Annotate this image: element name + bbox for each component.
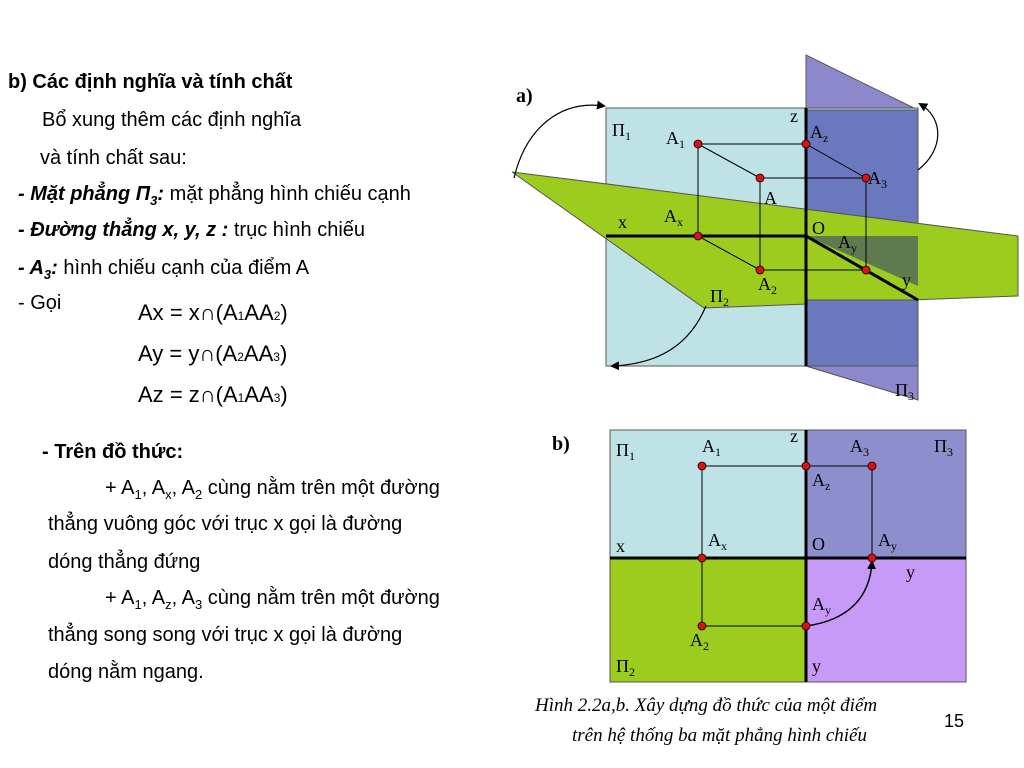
fig-b-label-pi3: Π3 — [934, 436, 953, 459]
property-1-line-3: dóng thẳng đứng — [48, 551, 201, 573]
fig-b-label: b) — [552, 433, 570, 455]
fig-b-point-a1 — [697, 461, 707, 471]
fig-b-label-a1: A1 — [702, 436, 721, 459]
fig-b-point-ay-bottom — [801, 621, 811, 631]
figure-caption-line-1: Hình 2.2a,b. Xây dựng đồ thức của một đi… — [535, 695, 878, 716]
fig-a-label-a2: A2 — [758, 274, 777, 297]
fig-a-label-a3: A3 — [868, 168, 887, 191]
fig-b-point-a3 — [867, 461, 877, 471]
definition-axes: - Đường thẳng x, y, z : trục hình chiếu — [18, 219, 366, 241]
section-heading: b) Các định nghĩa và tính chất — [8, 71, 293, 93]
fig-a-pi3-pi2-overlap — [806, 236, 918, 286]
fig-a-label-az: Az — [810, 122, 828, 145]
fig-a-pi3-plane-upper — [805, 54, 919, 111]
definition-plane-pi3: - Mặt phẳng Π3: mặt phẳng hình chiếu cạn… — [18, 183, 411, 208]
fig-a-label-pi3: Π3 — [895, 380, 914, 403]
fig-a-label-pi2: Π2 — [710, 286, 729, 309]
property-1-line-2: thẳng vuông góc với trục x gọi là đường — [48, 513, 403, 535]
fig-a-label-ay: Ay — [838, 232, 857, 255]
fig-a-label-a: A — [764, 188, 777, 208]
fig-b-label-az: Az — [812, 470, 830, 493]
fig-a-point-a — [755, 173, 765, 183]
fig-b-points — [697, 461, 877, 631]
figure-b: b) Π1 A1 z A3 Π3 Az x Ax O Ay y Ay A2 Π2… — [552, 426, 967, 683]
intro-line-1: Bổ xung thêm các định nghĩa — [42, 109, 302, 131]
fig-b-pi2-quadrant — [609, 557, 807, 683]
fig-a-label-o: O — [812, 218, 825, 238]
fig-a-label-x: x — [618, 212, 627, 232]
fig-b-point-az — [801, 461, 811, 471]
formula-ay: Ay = y∩(A2AA3) — [138, 341, 288, 366]
fig-b-label-y-right: y — [906, 562, 915, 582]
page-number: 15 — [944, 711, 965, 731]
fig-a-points — [693, 139, 871, 275]
fig-a-point-az — [801, 139, 811, 149]
fig-a-label-ax: Ax — [664, 206, 683, 229]
property-2-line-3: dóng nằm ngang. — [48, 661, 204, 683]
fig-a-rotation-arrow-right — [917, 102, 939, 171]
fig-a-label-a1: A1 — [666, 128, 685, 151]
fig-b-label-ay-top: Ay — [878, 530, 897, 553]
fig-a-label-pi1: Π1 — [612, 120, 631, 143]
fig-b-label-ax: Ax — [708, 530, 727, 553]
fig-b-point-a2 — [697, 621, 707, 631]
figure-caption-line-2: trên hệ thống ba mặt phẳng hình chiếu — [572, 725, 867, 746]
figure-a: a) Π1 z A1 Az A3 A x Ax O Ay y A2 Π2 Π3 — [511, 54, 1019, 403]
fig-a-point-ax — [693, 231, 703, 241]
fig-a-y-axis — [805, 234, 919, 302]
property-2-line-1: + A1, Az, A3 cùng nằm trên một đường — [105, 587, 440, 612]
fig-b-label-pi1: Π1 — [616, 440, 635, 463]
fig-b-label-a2: A2 — [690, 630, 709, 653]
fig-a-label: a) — [516, 85, 533, 107]
fig-b-pi3-quadrant — [805, 429, 967, 559]
fig-a-pi3-plane-tail — [805, 365, 919, 401]
fig-a-point-ay — [861, 265, 871, 275]
epure-heading: - Trên đồ thức: — [42, 441, 184, 463]
fig-a-point-a1 — [693, 139, 703, 149]
fig-b-label-a3: A3 — [850, 436, 869, 459]
fig-b-label-ay-bottom: Ay — [812, 594, 831, 617]
fig-a-point-a3 — [861, 173, 871, 183]
fig-b-label-y-bottom: y — [812, 656, 821, 676]
fig-b-pi3-lower-quadrant — [805, 557, 967, 683]
definition-a3: - A3: hình chiếu cạnh của điểm A — [18, 257, 310, 282]
fig-b-projection-lines — [701, 465, 873, 627]
fig-b-label-z: z — [790, 426, 798, 446]
fig-b-label-pi2: Π2 — [616, 656, 635, 679]
fig-b-arc-arrow — [805, 560, 877, 627]
formula-az: Az = z∩(A1AA3) — [138, 382, 288, 407]
fig-a-label-z: z — [790, 106, 798, 126]
fig-b-label-x: x — [616, 536, 625, 556]
property-1-line-1: + A1, Ax, A2 cùng nằm trên một đường — [105, 477, 440, 502]
intro-line-2: và tính chất sau: — [40, 147, 187, 169]
fig-a-point-a2 — [755, 265, 765, 275]
goi-label: - Gọi — [18, 292, 62, 314]
fig-b-pi1-quadrant — [609, 429, 807, 559]
property-2-line-2: thẳng song song với trục x gọi là đường — [48, 624, 403, 646]
fig-b-label-o: O — [812, 534, 825, 554]
fig-b-point-ay-top — [867, 553, 877, 563]
fig-a-rotation-arrow-bottom — [610, 305, 707, 371]
fig-a-label-y: y — [902, 270, 911, 290]
formula-ax: Ax = x∩(A1AA2) — [138, 300, 288, 325]
fig-b-point-ax — [697, 553, 707, 563]
fig-a-rotation-arrow-top — [513, 100, 606, 179]
